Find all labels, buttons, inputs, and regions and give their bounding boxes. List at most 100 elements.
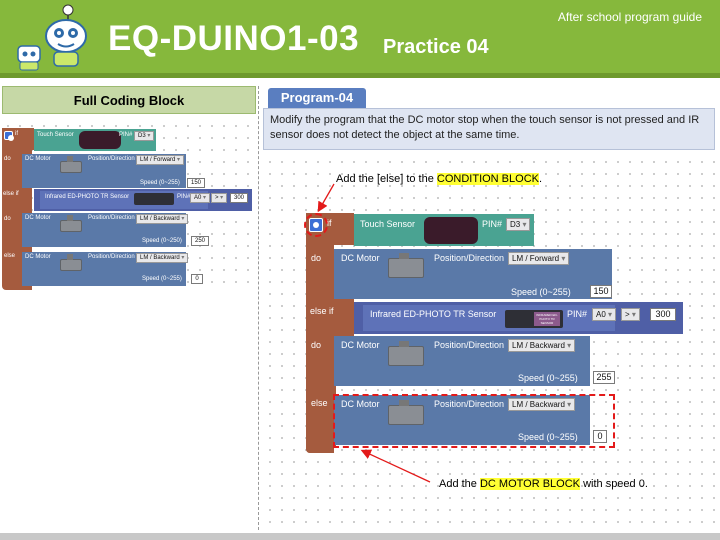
left-gear-icon[interactable] — [4, 131, 14, 141]
left-position-direction-1: Position/Direction — [88, 156, 135, 162]
right-frame-foot — [306, 443, 318, 453]
left-speed-input-2[interactable]: 250 — [191, 236, 209, 246]
panel-divider — [258, 86, 259, 530]
right-ir-chip-text: INFRARED ED-PHOTO TR SENSOR — [536, 313, 558, 325]
header-underline — [0, 73, 720, 78]
left-ir-sensor-icon — [134, 193, 174, 205]
right-touch-sensor-icon — [424, 217, 478, 244]
chevron-down-icon: ▾ — [564, 341, 572, 350]
callout-condition: Add the [else] to the CONDITION BLOCK. — [336, 173, 542, 185]
program-description: Modify the program that the DC motor sto… — [263, 108, 715, 150]
left-pin-label: PIN# — [119, 132, 133, 138]
callout-motor: Add the DC MOTOR BLOCK with speed 0. — [439, 478, 648, 490]
callout-motor-suffix: with speed 0. — [580, 478, 648, 490]
right-speed-input-2[interactable]: 255 — [593, 371, 615, 384]
right-speed-input-3[interactable]: 0 — [593, 430, 607, 443]
chevron-down-icon: ▾ — [520, 220, 527, 229]
chevron-down-icon: ▾ — [564, 400, 572, 409]
left-operator-select[interactable]: > ▾ — [211, 193, 228, 203]
left-else-if-label: else if — [3, 191, 19, 197]
right-direction-select-1[interactable]: LM / Forward ▾ — [508, 252, 570, 265]
right-if-label: if — [327, 218, 332, 228]
left-dc-motor-label-2: DC Motor — [25, 215, 51, 221]
right-ir-sensor-block[interactable] — [363, 305, 615, 331]
right-dc-motor-icon-2 — [388, 341, 424, 366]
chevron-down-icon: ▾ — [218, 195, 224, 201]
left-direction-select-1[interactable]: LM / Forward ▾ — [136, 155, 185, 165]
program-tab: Program-04 — [268, 88, 366, 108]
chevron-down-icon: ▾ — [179, 255, 185, 261]
callout-condition-suffix: . — [538, 173, 543, 185]
right-speed-input-1[interactable]: 150 — [590, 285, 612, 298]
right-operator-select[interactable]: > ▾ — [621, 308, 640, 321]
left-speed-input-3[interactable]: 0 — [191, 274, 203, 284]
right-ir-sensor-chip — [534, 312, 560, 326]
gear-highlight-circle — [304, 213, 328, 237]
left-speed-label-2: Speed (0~250) — [142, 238, 182, 244]
chevron-down-icon: ▾ — [559, 254, 566, 263]
left-else-label: else — [4, 253, 16, 259]
left-ir-pin-select[interactable]: A0 ▾ — [190, 193, 211, 203]
right-dc-motor-label-3: DC Motor — [341, 399, 380, 409]
chevron-down-icon: ▾ — [629, 310, 636, 319]
chevron-down-icon: ▾ — [201, 195, 207, 201]
right-dc-motor-label-2: DC Motor — [341, 340, 380, 350]
right-do-label: do — [311, 253, 322, 263]
right-direction-select-3[interactable]: LM / Backward ▾ — [508, 398, 576, 411]
right-ir-pin-select[interactable]: A0 ▾ — [592, 308, 617, 321]
left-dc-motor-icon-2 — [60, 215, 82, 232]
right-touch-sensor-label: Touch Sensor — [360, 219, 416, 229]
left-speed-label-1: Speed (0~255) — [140, 180, 180, 186]
right-speed-label-2: Speed (0~255) — [518, 373, 578, 383]
header-banner — [0, 0, 720, 78]
left-dc-motor-label-3: DC Motor — [25, 254, 51, 260]
left-direction-select-2[interactable]: LM / Backward ▾ — [136, 214, 189, 224]
right-speed-label-1: Speed (0~255) — [511, 287, 571, 297]
right-ir-sensor-label: Infrared ED-PHOTO TR Sensor — [370, 309, 497, 319]
right-position-direction-2: Position/Direction — [434, 340, 505, 350]
right-speed-label-3: Speed (0~255) — [518, 432, 578, 442]
left-dc-motor-label-1: DC Motor — [25, 156, 51, 162]
robot-mascot-icon — [17, 4, 87, 71]
left-position-direction-2: Position/Direction — [88, 215, 135, 221]
left-ir-sensor-label: Infrared ED-PHOTO TR Sensor — [45, 194, 130, 200]
chevron-down-icon: ▾ — [145, 133, 151, 139]
right-else-label: else — [311, 398, 328, 408]
right-else-if-header — [306, 298, 354, 338]
right-do-label-2: do — [311, 340, 322, 350]
guide-label: After school program guide — [557, 10, 702, 24]
callout-motor-prefix: Add the — [439, 478, 480, 490]
right-dc-motor-icon-1 — [388, 253, 424, 278]
right-pin-label: PIN# — [482, 219, 503, 229]
left-direction-select-3[interactable]: LM / Backward ▾ — [136, 253, 189, 263]
chevron-down-icon: ▾ — [179, 216, 185, 222]
right-ir-pin-label: PIN# — [567, 309, 588, 319]
right-position-direction-3: Position/Direction — [434, 399, 505, 409]
else-block-highlight-box — [333, 394, 615, 448]
chevron-down-icon: ▾ — [605, 310, 613, 319]
left-touch-sensor-label: Touch Sensor — [37, 132, 74, 138]
left-speed-input-1[interactable]: 150 — [187, 178, 205, 188]
right-dc-motor-icon-3 — [388, 400, 424, 425]
left-touch-sensor-icon — [79, 131, 121, 149]
right-pin-select[interactable]: D3 ▾ — [506, 218, 531, 231]
left-dc-motor-icon-1 — [60, 156, 82, 173]
callout-motor-highlight: DC MOTOR BLOCK — [479, 478, 581, 490]
left-speed-label-3: Speed (0~255) — [142, 276, 182, 282]
left-dc-motor-icon-3 — [60, 254, 82, 271]
right-direction-select-2[interactable]: LM / Backward ▾ — [508, 339, 576, 352]
page-subtitle: Practice 04 — [383, 36, 489, 58]
left-if-label: if — [15, 131, 18, 137]
right-dc-motor-label-1: DC Motor — [341, 253, 380, 263]
left-do-label-2: do — [4, 216, 11, 222]
left-ir-pin-label: PIN# — [177, 194, 191, 200]
right-position-direction-1: Position/Direction — [434, 253, 505, 263]
right-else-header — [306, 386, 336, 446]
left-do-label: do — [4, 156, 11, 162]
callout-condition-prefix: Add the [else] to the — [336, 173, 437, 185]
right-threshold-input[interactable]: 300 — [650, 308, 676, 321]
left-pin-select[interactable]: D3 ▾ — [134, 131, 155, 141]
right-else-if-label: else if — [310, 306, 334, 316]
left-threshold-input[interactable]: 300 — [230, 193, 248, 203]
